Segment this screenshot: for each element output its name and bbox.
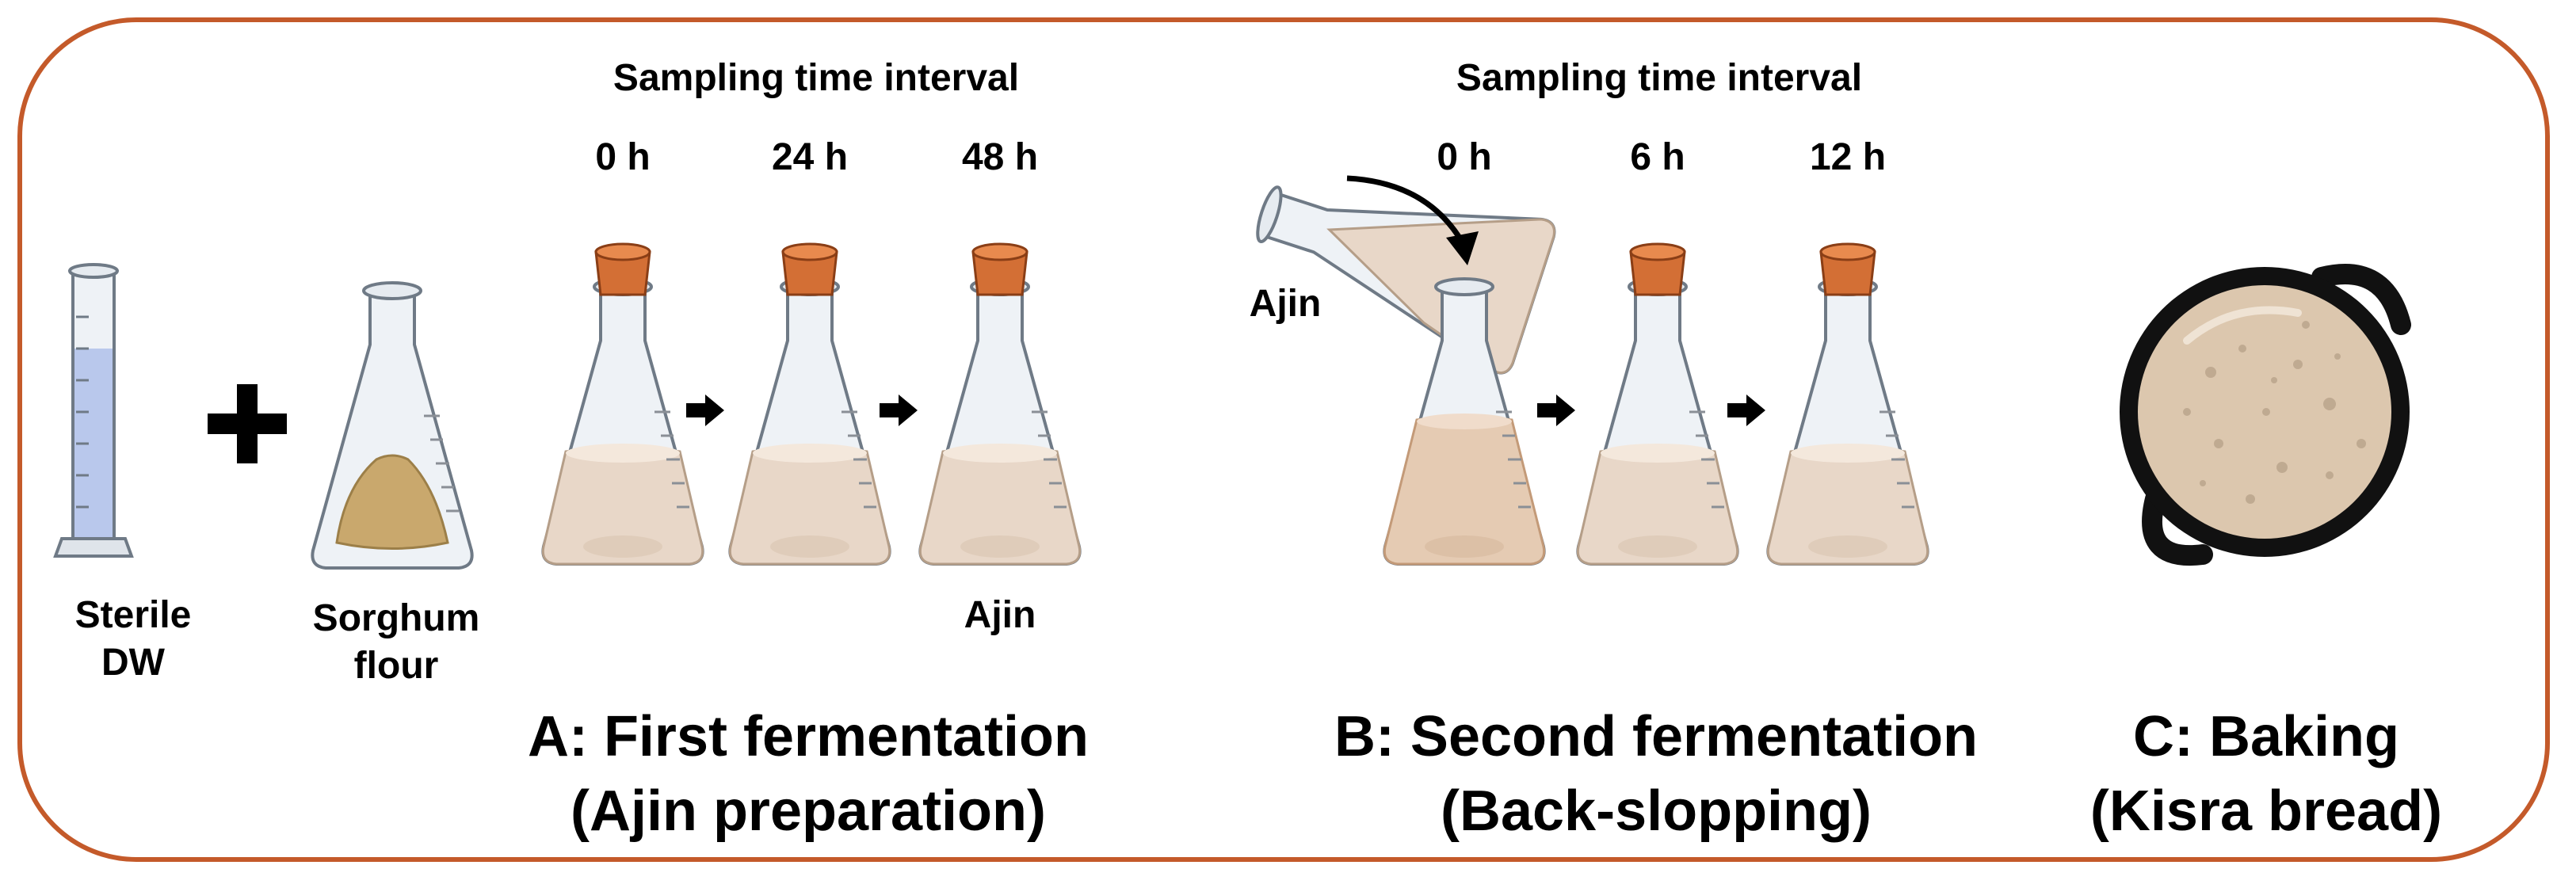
flask-a-0h-icon xyxy=(541,242,704,566)
section-a-time-0: 0 h xyxy=(595,136,651,178)
flour-label-line2: flour xyxy=(353,645,439,687)
arrow-b2-icon xyxy=(1727,394,1765,426)
arrow-b1-icon xyxy=(1537,394,1575,426)
flour-flask-icon xyxy=(311,281,474,570)
section-b-pour-label: Ajin xyxy=(1249,283,1322,325)
flask-b-12h-icon xyxy=(1766,242,1929,566)
arrow-a2-icon xyxy=(880,394,918,426)
water-label-line1: Sterile xyxy=(74,594,192,636)
section-a-sampling-title: Sampling time interval xyxy=(613,57,1020,99)
graduated-cylinder-icon xyxy=(53,263,134,558)
section-b-time-0: 0 h xyxy=(1437,136,1492,178)
section-c-title-line1: C: Baking xyxy=(2132,705,2400,768)
section-b-sampling-title: Sampling time interval xyxy=(1456,57,1863,99)
section-a-product-label: Ajin xyxy=(964,594,1036,636)
section-a-title-line1: A: First fermentation xyxy=(527,705,1090,768)
flask-a-48h-icon xyxy=(918,242,1082,566)
plus-icon xyxy=(208,384,287,463)
pour-arrow-icon xyxy=(1346,175,1479,265)
section-b-time-1: 6 h xyxy=(1630,136,1685,178)
water-label-line2: DW xyxy=(101,642,165,684)
outer-border xyxy=(17,17,2550,862)
section-a-title-line2: (Ajin preparation) xyxy=(570,779,1046,843)
section-a-time-1: 24 h xyxy=(771,136,849,178)
flour-label-line1: Sorghum xyxy=(312,597,480,639)
section-c-title-line2: (Kisra bread) xyxy=(2089,779,2443,843)
arrow-a1-icon xyxy=(686,394,724,426)
flask-a-24h-icon xyxy=(728,242,891,566)
section-b-title-line2: (Back-slopping) xyxy=(1440,779,1872,843)
section-b-title-line1: B: Second fermentation xyxy=(1334,705,1979,768)
section-b-time-2: 12 h xyxy=(1809,136,1887,178)
flask-b-6h-icon xyxy=(1576,242,1739,566)
flask-b-0h-icon xyxy=(1383,277,1546,566)
kisra-pan-icon xyxy=(2120,264,2411,566)
section-a-time-2: 48 h xyxy=(961,136,1039,178)
